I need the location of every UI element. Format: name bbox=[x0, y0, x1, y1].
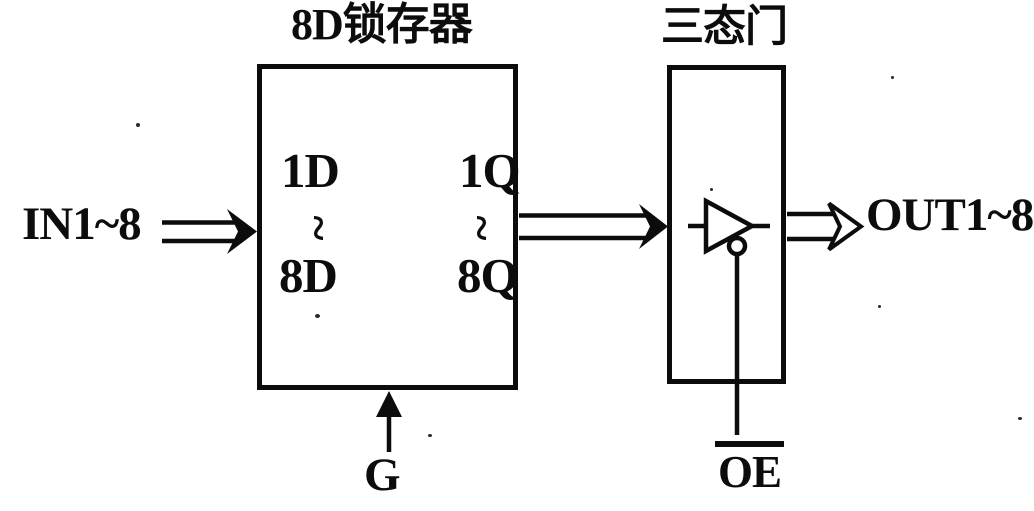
latch-to-tristate-bus-arrow bbox=[519, 204, 668, 249]
latch-title: 8D锁存器 bbox=[291, 0, 473, 49]
latch-pin-1q: 1Q bbox=[459, 143, 521, 198]
input-bus-arrow bbox=[162, 209, 257, 254]
g-enable-label: G bbox=[364, 449, 401, 501]
output-bus-arrowhead-icon bbox=[827, 201, 865, 252]
g-arrowhead-icon bbox=[376, 391, 402, 417]
output-bus-arrow bbox=[787, 201, 865, 252]
latch-pin-1d: 1D bbox=[281, 143, 340, 198]
latch-pin-range-tilde-left: ~ bbox=[292, 215, 345, 241]
scan-speck bbox=[891, 76, 894, 79]
latch-pin-range-tilde-right: ~ bbox=[455, 215, 508, 241]
oe-enable-label: OE bbox=[715, 441, 785, 495]
enable-bubble-icon bbox=[726, 235, 748, 257]
scan-speck bbox=[710, 188, 713, 191]
tristate-title: 三态门 bbox=[661, 4, 788, 51]
scan-speck bbox=[428, 434, 432, 437]
scan-speck bbox=[1018, 417, 1022, 420]
scan-speck bbox=[136, 123, 140, 127]
g-enable-arrow bbox=[376, 391, 402, 452]
scan-speck bbox=[315, 314, 320, 318]
latch-pin-8d: 8D bbox=[279, 248, 338, 303]
scan-speck bbox=[878, 305, 881, 308]
tristate-box bbox=[667, 65, 786, 384]
output-bus-label: OUT1~8 bbox=[866, 189, 1034, 241]
interstage-bus-arrowhead-icon bbox=[639, 204, 668, 249]
latch-pin-8q: 8Q bbox=[457, 248, 519, 303]
tristate-buffer-icon bbox=[688, 197, 770, 435]
latch-box bbox=[257, 64, 518, 390]
input-bus-label: IN1~8 bbox=[22, 198, 142, 250]
input-bus-arrowhead-icon bbox=[227, 209, 257, 254]
buffer-triangle-icon bbox=[703, 197, 757, 255]
